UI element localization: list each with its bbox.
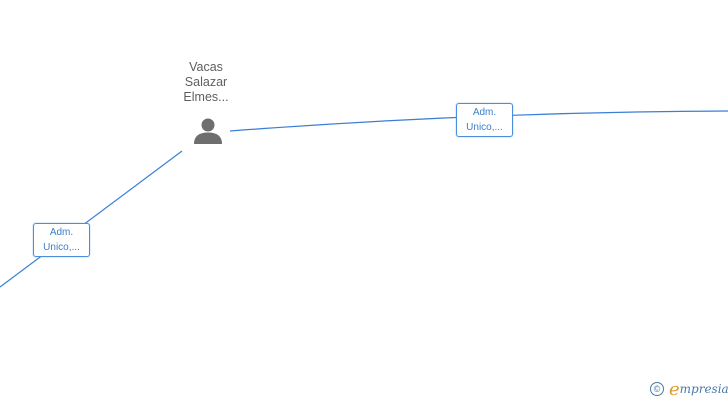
edge-label-right-line-2: Unico,... — [466, 122, 503, 133]
node-name-line-3: Elmes... — [183, 90, 229, 104]
node-name[interactable]: Vacas Salazar Elmes... — [166, 60, 246, 105]
brand-initial: e — [669, 378, 680, 400]
edge-label-left[interactable]: Adm. Unico,... — [33, 223, 90, 257]
edge-label-left-line-2: Unico,... — [43, 242, 80, 253]
empresia-logo[interactable]: © e mpresia — [650, 378, 728, 400]
edge-label-right-line-1: Adm. — [472, 107, 497, 118]
copyright-icon: © — [650, 382, 664, 396]
person-icon[interactable] — [193, 116, 223, 146]
edge-label-left-line-1: Adm. — [49, 227, 74, 238]
edge-line-left — [0, 150, 183, 288]
node-name-line-2: Salazar — [184, 75, 228, 89]
edge-label-right[interactable]: Adm. Unico,... — [456, 103, 513, 137]
brand-name: mpresia — [679, 382, 728, 396]
node-name-line-1: Vacas — [189, 60, 223, 74]
